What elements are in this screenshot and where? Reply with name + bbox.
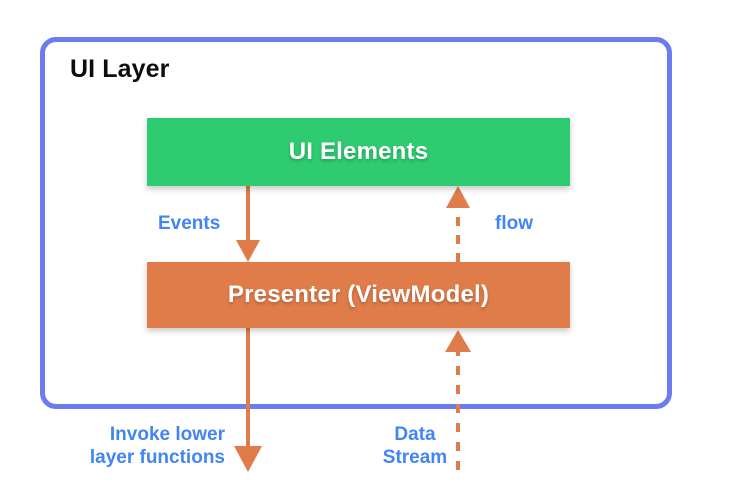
node-presenter[interactable]: Presenter (ViewModel) [147, 262, 570, 328]
edge-label-invoke-line2: layer functions [89, 447, 225, 468]
edge-label-invoke-line1: Invoke lower [109, 424, 225, 445]
edge-label-data-stream-line1: Data [394, 424, 436, 445]
ui-layer-container [40, 37, 672, 409]
node-presenter-label: Presenter (ViewModel) [227, 281, 490, 308]
node-ui-elements-label: UI Elements [288, 138, 429, 165]
edge-label-invoke-lower-layer: Invoke lower layer functions [75, 423, 225, 469]
ui-layer-title: UI Layer [70, 55, 170, 83]
edge-label-data-stream-line2: Stream [382, 447, 448, 468]
edge-label-events: Events [158, 213, 221, 234]
edge-label-data-stream: Data Stream [372, 423, 458, 469]
edge-label-flow: flow [495, 213, 533, 234]
node-ui-elements[interactable]: UI Elements [147, 118, 570, 186]
